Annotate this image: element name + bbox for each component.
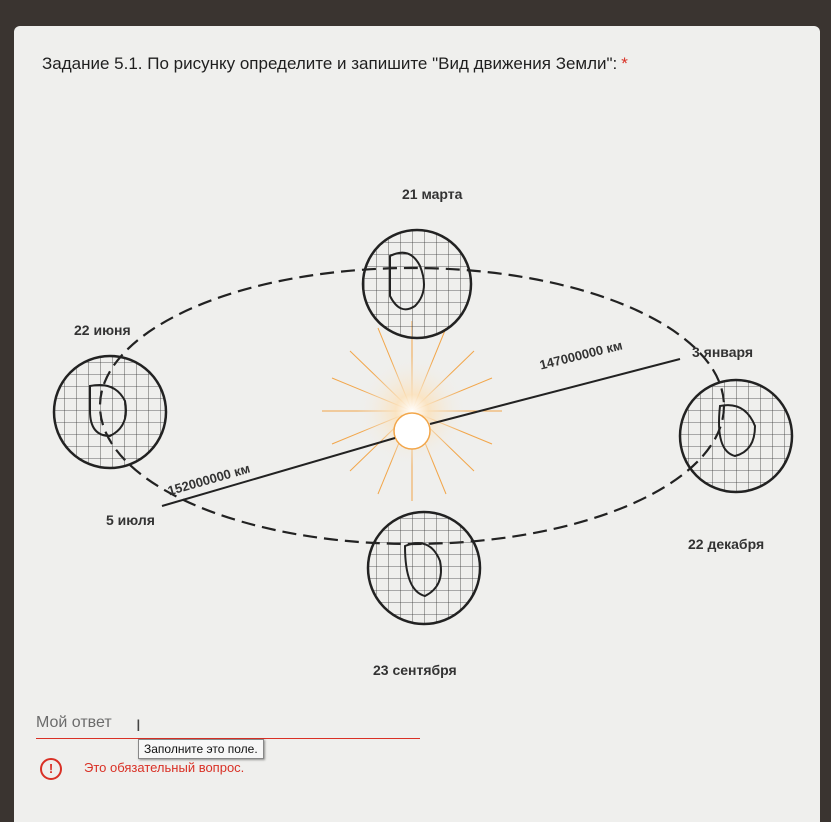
globe-december <box>678 378 794 494</box>
earth-orbit-figure: 21 марта 22 июня 3 января 147000000 км 1… <box>40 146 810 706</box>
question-title: Задание 5.1. По рисунку определите и зап… <box>42 54 628 74</box>
globe-september <box>366 510 482 626</box>
globe-june <box>52 354 168 470</box>
text-cursor-icon: I <box>136 716 141 735</box>
required-mark: * <box>621 54 628 73</box>
label-june: 22 июня <box>74 322 131 338</box>
distance-line-near <box>429 358 681 425</box>
validation-tooltip: Заполните это поле. <box>138 739 264 759</box>
label-december: 22 декабря <box>688 536 765 552</box>
label-march: 21 марта <box>402 186 463 202</box>
label-september: 23 сентября <box>373 662 457 678</box>
exclamation-circle-icon: ! <box>40 758 62 780</box>
orbit-diagram <box>52 228 794 626</box>
globe-march <box>361 228 473 340</box>
sun <box>393 412 431 450</box>
question-card: Задание 5.1. По рисунку определите и зап… <box>14 26 820 822</box>
label-july: 5 июля <box>106 512 155 528</box>
question-title-text: Задание 5.1. По рисунку определите и зап… <box>42 54 618 73</box>
answer-input[interactable] <box>36 708 420 739</box>
label-january: 3 января <box>692 344 754 360</box>
distance-line-far <box>161 437 396 507</box>
required-error-text: Это обязательный вопрос. <box>84 760 245 775</box>
